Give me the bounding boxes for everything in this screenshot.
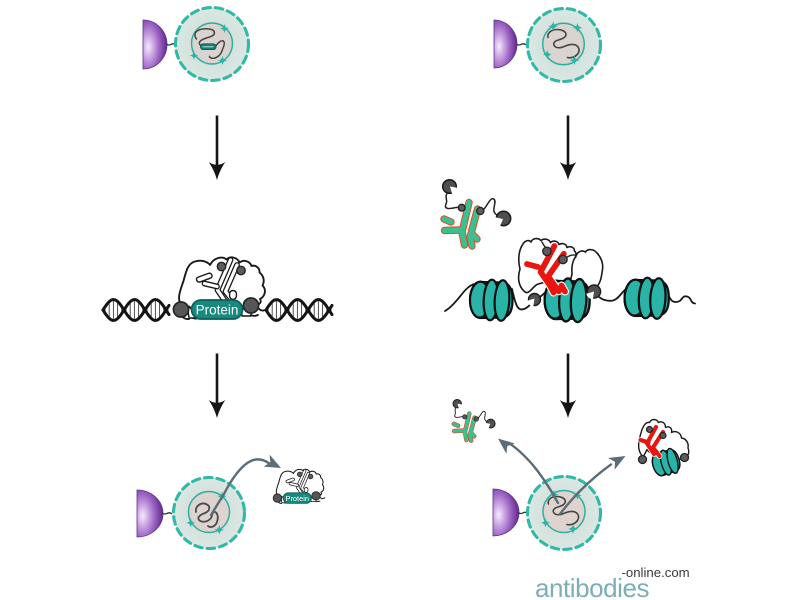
svg-text:Protein: Protein [196,303,239,318]
svg-text:antibodies: antibodies [535,573,649,600]
svg-text:-online.com: -online.com [622,565,690,580]
